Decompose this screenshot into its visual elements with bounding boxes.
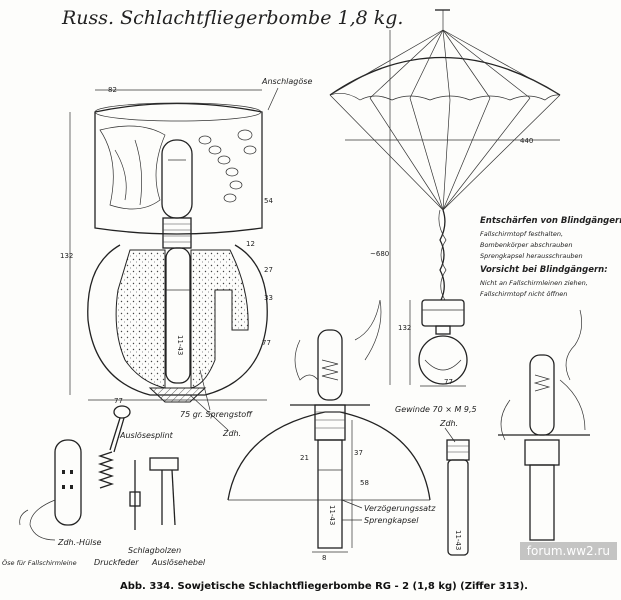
label-verzoegerungssatz: Verzögerungssatz	[364, 504, 436, 513]
fuse-detail-drawing: Gewinde 70 × M 9,5 Zdh. 11-43	[395, 405, 477, 556]
label-anschlagoese: Anschlagöse	[261, 77, 312, 86]
dim-58: 58	[360, 479, 369, 487]
label-schlagbolzen: Schlagbolzen	[128, 546, 181, 555]
dim-77-chute: 77	[444, 378, 453, 386]
note-vorsicht-line-1: Nicht an Fallschirmleinen ziehen,	[480, 279, 588, 287]
dim-77-base: 77	[114, 397, 123, 405]
note-entschaerfen-line-1: Fallschirmtopf festhalten,	[480, 230, 563, 238]
dim-54: 54	[264, 197, 273, 205]
dim-77: 77	[262, 339, 271, 347]
label-ausloesehebel: Auslösehebel	[151, 558, 206, 567]
fuse-parts-drawing: Auslösesplint Zdh.-Hülse Öse für Fallsch…	[2, 405, 206, 567]
parachute-drawing: 440 ~680 132 77	[329, 9, 561, 387]
label-ausloesesplint: Auslösesplint	[119, 431, 174, 440]
label-oese-fallschirmleine: Öse für Fallschirmleine	[2, 558, 77, 567]
diagram-title: Russ. Schlachtfliegerbombe 1,8 kg.	[61, 7, 403, 29]
dim-33: 33	[264, 294, 273, 302]
dim-680: ~680	[370, 250, 389, 258]
dim-132-chute: 132	[398, 324, 411, 332]
label-zdh-huelse: Zdh.-Hülse	[57, 538, 102, 547]
dim-27: 27	[264, 266, 273, 274]
main-bomb-drawing: 11-43 82 132 54 12 27 33 77 77 Anschlagö…	[60, 77, 312, 438]
main-body-mark: 11-43	[176, 335, 184, 355]
fuse-body-mark: 11-43	[454, 530, 462, 550]
note-entschaerfen-line-3: Sprengkapsel herausschrauben	[480, 252, 583, 260]
note-vorsicht-title: Vorsicht bei Blindgängern:	[480, 265, 608, 275]
label-gewinde: Gewinde 70 × M 9,5	[395, 405, 477, 414]
dim-82: 82	[108, 86, 117, 94]
label-zdh-right: Zdh.	[439, 419, 458, 428]
label-druckfeder: Druckfeder	[94, 558, 139, 567]
note-vorsicht-line-2: Fallschirmtopf nicht öffnen	[480, 290, 567, 298]
dim-8: 8	[322, 554, 326, 562]
dim-132: 132	[60, 252, 73, 260]
defusing-notes: Entschärfen von Blindgängern: Fallschirm…	[480, 216, 621, 298]
center-body-mark: 11-43	[328, 505, 336, 525]
note-entschaerfen-title: Entschärfen von Blindgängern:	[480, 216, 621, 226]
label-sprengstoff: 75 gr. Sprengstoff	[180, 410, 253, 419]
watermark: forum.ww2.ru	[519, 542, 617, 560]
label-zdh-main: Zdh.	[222, 429, 241, 438]
dim-12: 12	[246, 240, 255, 248]
dim-21: 21	[300, 454, 309, 462]
note-entschaerfen-line-2: Bombenkörper abschrauben	[480, 241, 573, 249]
dim-440: 440	[520, 137, 533, 145]
assembled-fuse-drawing	[498, 309, 590, 541]
figure-caption: Abb. 334. Sowjetische Schlachtfliegerbom…	[120, 581, 528, 592]
label-sprengkapsel: Sprengkapsel	[364, 516, 419, 525]
center-bomb-drawing: 11-43 8 21 37 58 Verzögerungssatz Spreng…	[227, 299, 436, 562]
dim-37: 37	[354, 449, 363, 457]
